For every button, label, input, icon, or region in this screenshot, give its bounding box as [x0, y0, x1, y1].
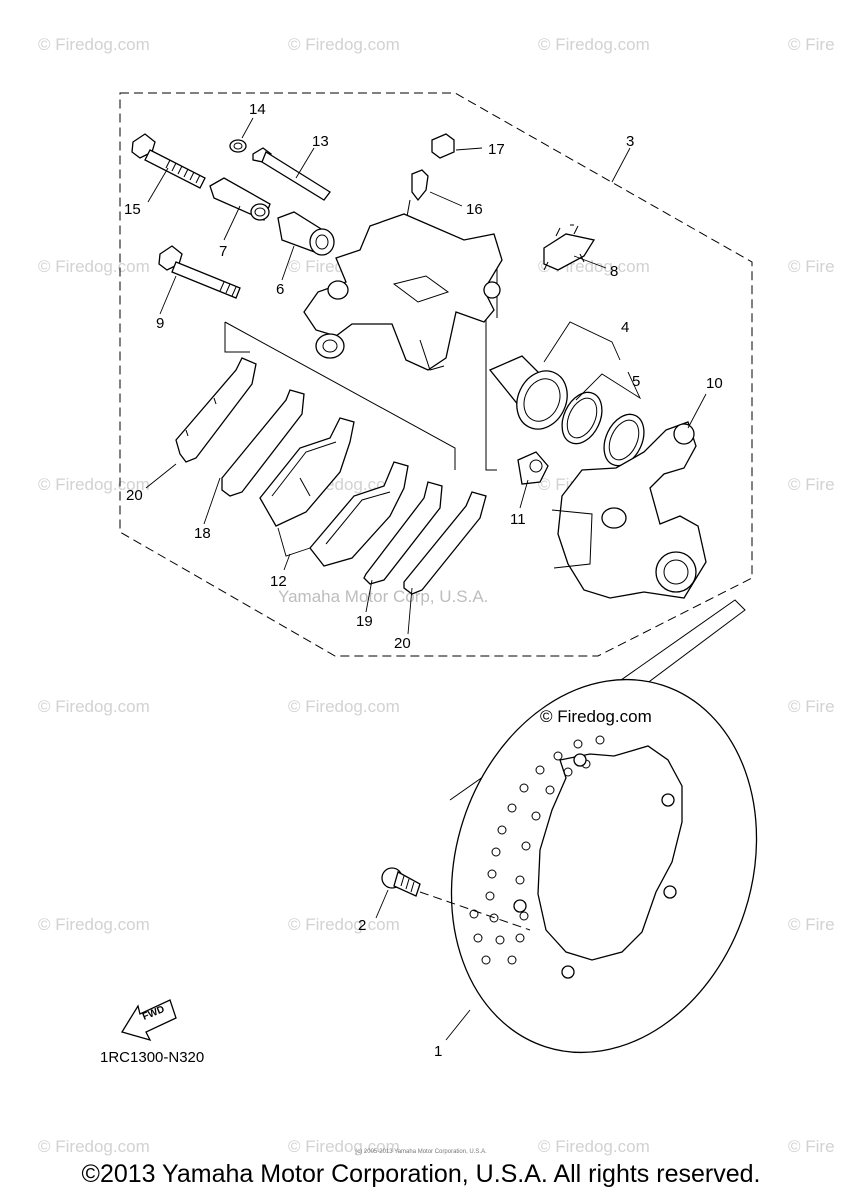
callout-13: 13	[312, 133, 329, 150]
watermark: © Firedog.com	[288, 915, 400, 934]
bushing-11	[517, 451, 549, 485]
callout-12: 12	[270, 573, 287, 590]
boot-7	[209, 177, 271, 221]
callout-3: 3	[626, 133, 634, 150]
clip-8	[543, 225, 596, 271]
pad-shim-19	[363, 481, 443, 585]
watermark: © Firedog.com	[538, 1137, 650, 1156]
pad-shim-20-upper	[175, 357, 257, 463]
piston-4	[488, 355, 568, 430]
watermark: © Firedog.com	[288, 1137, 400, 1156]
callout-19: 19	[356, 613, 373, 630]
watermark: © Fire	[788, 257, 835, 276]
watermark: © Fire	[788, 915, 835, 934]
watermark: © Fire	[788, 1137, 835, 1156]
watermark: © Firedog.com	[38, 35, 150, 54]
callout-1: 1	[434, 1043, 442, 1060]
bleed-cap-17	[431, 133, 455, 159]
pad-shim-20-lower	[403, 491, 487, 595]
watermark: © Firedog.com	[38, 915, 150, 934]
pin-13	[252, 147, 331, 201]
callout-6: 6	[276, 281, 284, 298]
seal-5a	[561, 391, 603, 445]
brake-pad-12b	[309, 461, 409, 567]
callout-11: 11	[510, 511, 526, 528]
callout-14: 14	[249, 101, 266, 118]
watermark: © Firedog.com	[38, 257, 150, 276]
watermark: © Firedog.com	[288, 35, 400, 54]
callout-7: 7	[219, 243, 227, 260]
watermark: © Firedog.com	[38, 1137, 150, 1156]
callout-16: 16	[466, 201, 483, 218]
callout-20-upper: 20	[126, 487, 143, 504]
caliper-body-3	[303, 213, 503, 371]
diagram-code: 1RC1300-N320	[100, 1049, 204, 1066]
seal-5b	[603, 413, 645, 467]
forward-arrow: FWD	[120, 999, 177, 1042]
disc-bolt-2	[381, 867, 531, 931]
callout-20-lower: 20	[394, 635, 411, 652]
boot-6	[277, 211, 335, 256]
brake-pad-12a	[259, 417, 355, 527]
callout-9: 9	[156, 315, 164, 332]
callout-8: 8	[610, 263, 618, 280]
watermark: © Fire	[788, 697, 835, 716]
callout-2: 2	[358, 917, 366, 934]
watermark: © Firedog.com	[38, 697, 150, 716]
assembly-outline	[119, 92, 753, 657]
callout-10: 10	[706, 375, 723, 392]
disc-watermark: © Firedog.com	[540, 707, 652, 726]
callout-5: 5	[632, 373, 640, 390]
bolt-15	[131, 133, 206, 189]
watermark: © Firedog.com	[288, 697, 400, 716]
bracket-10	[551, 421, 707, 599]
sleeve-14	[229, 139, 247, 153]
watermark: © Fire	[788, 475, 835, 494]
watermark: © Firedog.com	[38, 475, 150, 494]
watermark: © Firedog.com	[538, 35, 650, 54]
callouts: 14 13 17 3 16 15 7 6 8 9 4 5 10 20 11 18…	[124, 101, 723, 1060]
fine-print: (c) 2005-2013 Yamaha Motor Corporation, …	[355, 1149, 487, 1155]
bolt-9	[158, 245, 241, 299]
pad-shim-18	[221, 389, 305, 497]
callout-18: 18	[194, 525, 211, 542]
watermark-grid: © Firedog.com © Firedog.com © Firedog.co…	[38, 35, 835, 1156]
callout-4: 4	[621, 319, 629, 336]
callout-15: 15	[124, 201, 141, 218]
leader-lines	[145, 117, 707, 1041]
callout-17: 17	[488, 141, 505, 158]
brake-disc-1: © Firedog.com	[450, 678, 758, 1054]
bleed-screw-16	[405, 169, 429, 223]
watermark: © Fire	[788, 35, 835, 54]
copyright-notice: ©2013 Yamaha Motor Corporation, U.S.A. A…	[81, 1160, 761, 1188]
center-watermark: Yamaha Motor Corp, U.S.A.	[278, 587, 488, 606]
